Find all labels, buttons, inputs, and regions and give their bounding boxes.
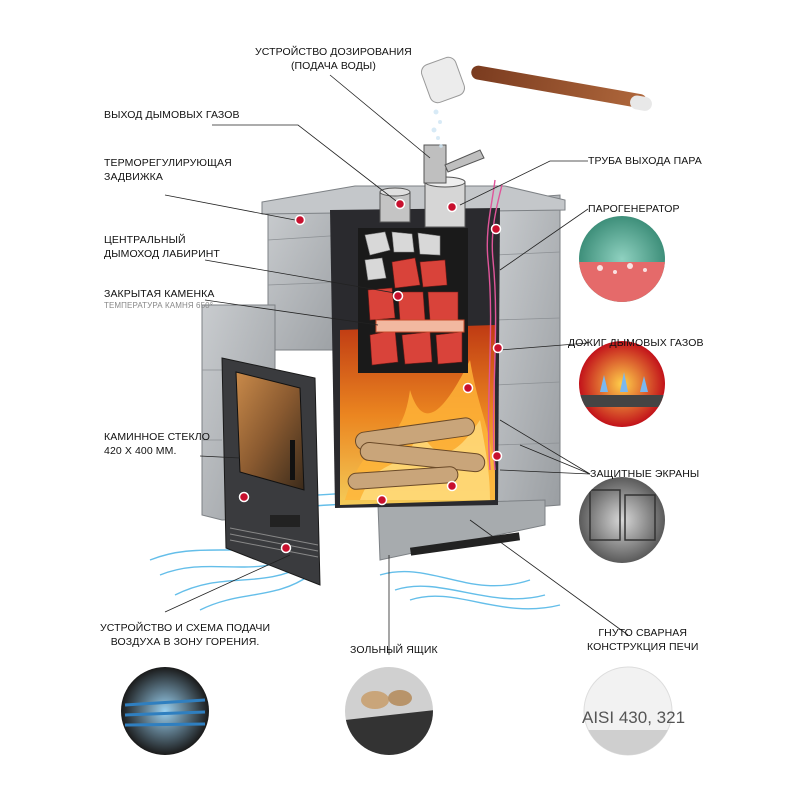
- label-afterburn: ДОЖИГ ДЫМОВЫХ ГАЗОВ: [568, 337, 704, 349]
- label-screens: ЗАЩИТНЫЕ ЭКРАНЫ: [590, 468, 700, 480]
- marker-screen-3: [446, 480, 458, 492]
- heater-rocks: [358, 228, 468, 373]
- marker-screen-2: [491, 450, 503, 462]
- air-inlet: [409, 532, 521, 556]
- marker-screen-1: [462, 382, 474, 394]
- marker-damper: [294, 214, 306, 226]
- label-damper: ТЕРМОРЕГУЛИРУЮЩАЯ ЗАДВИЖКА: [104, 157, 232, 183]
- marker-afterburn: [492, 342, 504, 354]
- marker-labyrinth: [392, 290, 404, 302]
- label-ash-box: ЗОЛЬНЫЙ ЯЩИК: [350, 644, 438, 656]
- label-steam-pipe: ТРУБА ВЫХОДА ПАРА: [588, 155, 702, 167]
- label-labyrinth: ЦЕНТРАЛЬНЫЙ ДЫМОХОД ЛАБИРИНТ: [104, 234, 220, 260]
- marker-steam-pipe: [446, 201, 458, 213]
- thumb-afterburn: [579, 341, 665, 427]
- hot-air-channel: [486, 179, 503, 471]
- thumb-welded: AISI 430, 321: [582, 666, 685, 756]
- marker-ash: [376, 494, 388, 506]
- thumb-screens: [579, 477, 665, 563]
- marker-air: [280, 542, 292, 554]
- label-air-supply: УСТРОЙСТВО И СХЕМА ПОДАЧИ ВОЗДУХА В ЗОНУ…: [100, 622, 271, 648]
- label-closed-heater: ЗАКРЫТАЯ КАМЕНКА ТЕМПЕРАТУРА КАМНЯ 650°: [104, 288, 215, 310]
- label-steam-gen: ПАРОГЕНЕРАТОР: [588, 203, 680, 215]
- thumb-air-supply: [121, 667, 209, 755]
- water-ladle-icon: [420, 56, 652, 148]
- label-welded: ГНУТО СВАРНАЯ КОНСТРУКЦИЯ ПЕЧИ: [587, 627, 699, 653]
- markers: [238, 198, 504, 554]
- stove-door: [221, 357, 321, 586]
- thumb-steam-generator: [579, 216, 665, 302]
- label-dosing: УСТРОЙСТВО ДОЗИРОВАНИЯ (ПОДАЧА ВОДЫ): [255, 46, 412, 72]
- marker-steam-gen: [490, 223, 502, 235]
- thumb-ash-box: [345, 667, 433, 755]
- chimney-pipes: [379, 144, 485, 228]
- marker-glass: [238, 491, 250, 503]
- label-closed-heater-sub: ТЕМПЕРАТУРА КАМНЯ 650°: [104, 301, 213, 310]
- leader-lines: [164, 74, 629, 655]
- marker-smoke-out: [394, 198, 406, 210]
- label-smoke-out: ВЫХОД ДЫМОВЫХ ГАЗОВ: [104, 109, 240, 121]
- label-glass: КАМИННОЕ СТЕКЛО 420 Х 400 ММ.: [104, 431, 210, 457]
- logo-badge-icon: [270, 515, 300, 527]
- steel-grade-text: AISI 430, 321: [582, 708, 685, 727]
